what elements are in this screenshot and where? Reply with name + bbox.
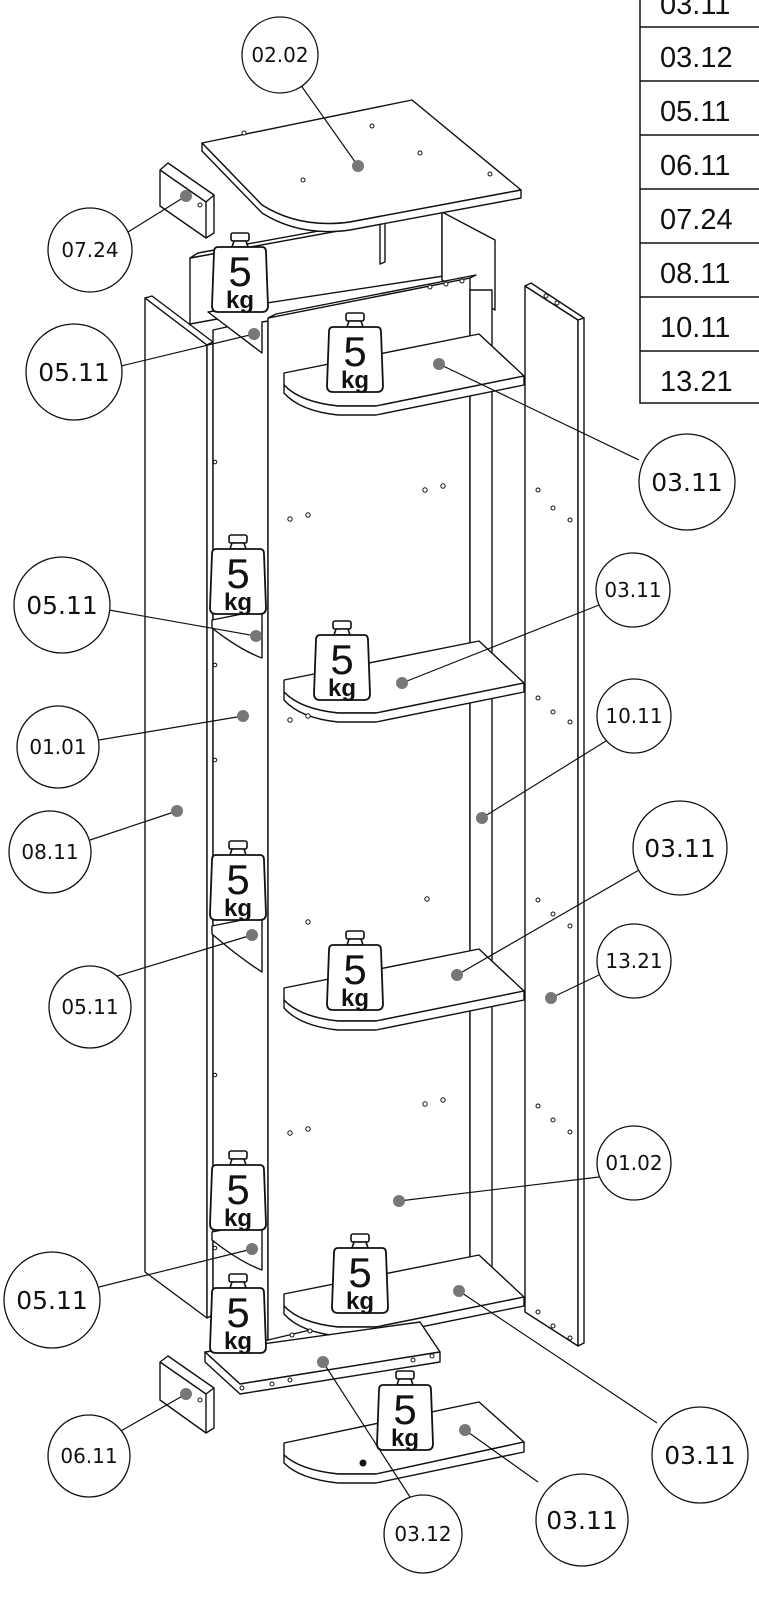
- weight-unit: kg: [341, 985, 369, 1012]
- weight-icon: 5 kg: [211, 232, 269, 314]
- weight-unit: kg: [224, 1205, 252, 1232]
- weight-unit: kg: [391, 1425, 419, 1452]
- table-cell-code: 10.11: [660, 312, 730, 344]
- callout-label: 03.12: [394, 1522, 451, 1546]
- weight-unit: kg: [226, 287, 254, 314]
- weight-icon: 5 kg: [376, 1370, 434, 1452]
- weight-icon: 5 kg: [326, 312, 384, 394]
- weight-unit: kg: [224, 589, 252, 616]
- callout-label: 03.11: [546, 1506, 618, 1535]
- callout-label: 01.01: [29, 735, 86, 759]
- side-panel-right: [524, 285, 579, 1347]
- table-cell-code: 13.21: [660, 366, 733, 398]
- divider-panel: [469, 289, 493, 1306]
- weight-number: 5: [226, 1166, 249, 1213]
- callout-label: 03.11: [604, 578, 661, 602]
- weight-icon: 5 kg: [326, 930, 384, 1012]
- callout-label: 07.24: [61, 238, 118, 262]
- weight-unit: kg: [346, 1288, 374, 1315]
- weight-icon: 5 kg: [313, 620, 371, 702]
- table-cell-code: 08.11: [660, 258, 730, 290]
- weight-number: 5: [343, 946, 366, 993]
- weight-unit: kg: [341, 367, 369, 394]
- weight-number: 5: [343, 328, 366, 375]
- table-cell-code: 06.11: [660, 150, 730, 182]
- weight-icon: 5 kg: [209, 840, 267, 922]
- weight-number: 5: [228, 248, 251, 295]
- callout-label: 10.11: [605, 704, 662, 728]
- leader-lines: [89, 83, 658, 1498]
- callout-label: 01.02: [605, 1151, 662, 1175]
- table-cell-code: 03.11: [660, 0, 730, 21]
- screw-mark: [359, 1459, 367, 1467]
- drill-holes: [183, 123, 573, 1403]
- callout-label: 03.11: [664, 1441, 736, 1470]
- callout-label: 08.11: [21, 840, 78, 864]
- weight-unit: kg: [224, 895, 252, 922]
- callout-label: 05.11: [16, 1286, 88, 1315]
- callout-bubbles: [3, 16, 749, 1574]
- weight-unit: kg: [224, 1328, 252, 1355]
- weight-number: 5: [226, 550, 249, 597]
- leader-dots: [171, 160, 557, 1436]
- weight-icon: 5 kg: [331, 1233, 389, 1315]
- callout-label: 02.02: [251, 43, 308, 67]
- weight-number: 5: [330, 636, 353, 683]
- callout-label: 03.11: [644, 834, 716, 863]
- callout-labels: 02.02 07.24 05.11 03.11 05.11 03.11 01.0…: [16, 43, 736, 1546]
- weight-number: 5: [348, 1249, 371, 1296]
- callout-label: 13.21: [605, 949, 662, 973]
- table-cell-code: 07.24: [660, 204, 733, 236]
- weight-number: 5: [393, 1386, 416, 1433]
- callout-label: 05.11: [26, 591, 98, 620]
- weight-unit: kg: [328, 675, 356, 702]
- table-cell-code: 05.11: [660, 96, 730, 128]
- weight-number: 5: [226, 1289, 249, 1336]
- table-cell-code: 03.12: [660, 42, 733, 74]
- weight-icon: 5 kg: [209, 1273, 267, 1355]
- weight-icon: 5 kg: [209, 1150, 267, 1232]
- weight-number: 5: [226, 856, 249, 903]
- back-panel-right: [267, 277, 471, 1341]
- callout-label: 03.11: [651, 468, 723, 497]
- weight-icon: 5 kg: [209, 534, 267, 616]
- callout-label: 05.11: [38, 358, 110, 387]
- callout-label: 06.11: [60, 1444, 117, 1468]
- parts-table: 03.11 03.12 05.11 06.11 07.24 08.11 10.1…: [639, 0, 759, 404]
- cabinet-drawing: [144, 99, 585, 1484]
- callout-label: 05.11: [61, 995, 118, 1019]
